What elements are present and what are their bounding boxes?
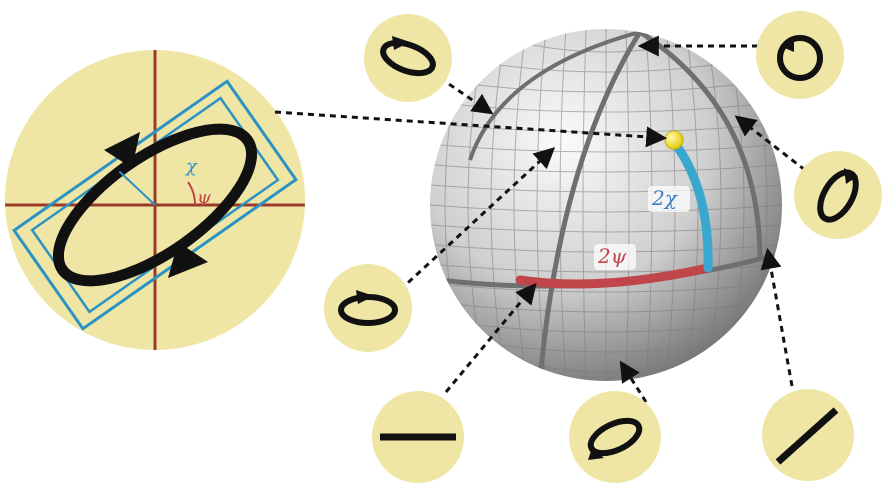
state-disk-bg [364,14,452,102]
state-disk-bg [794,151,882,239]
sphere-psi-label-box: 2ψ [594,244,636,270]
state-disk-left [324,264,412,352]
polarization-ellipse-disk: χ ψ [0,40,310,360]
state-disk-top-right [756,11,844,99]
state-disk-bg [324,264,412,352]
sphere-chi-label-box: 2χ [648,186,690,212]
state-disk-top-left [364,14,452,102]
sphere-chi-label: 2χ [651,186,679,210]
state-disk-bg [756,11,844,99]
poincare-sphere: 2χ 2ψ [422,29,790,381]
polarization-state-point [665,131,683,149]
arrow-diagonal-state [768,252,792,386]
disk-psi-label: ψ [197,187,212,208]
state-disk-horizontal [372,391,464,483]
sphere-psi-label: 2ψ [597,244,627,268]
state-disk-diagonal [762,389,854,481]
state-disk-bottom [569,391,661,483]
state-disk-bg [569,391,661,483]
disk-chi-label: χ [184,156,198,177]
state-disk-right [794,151,882,239]
